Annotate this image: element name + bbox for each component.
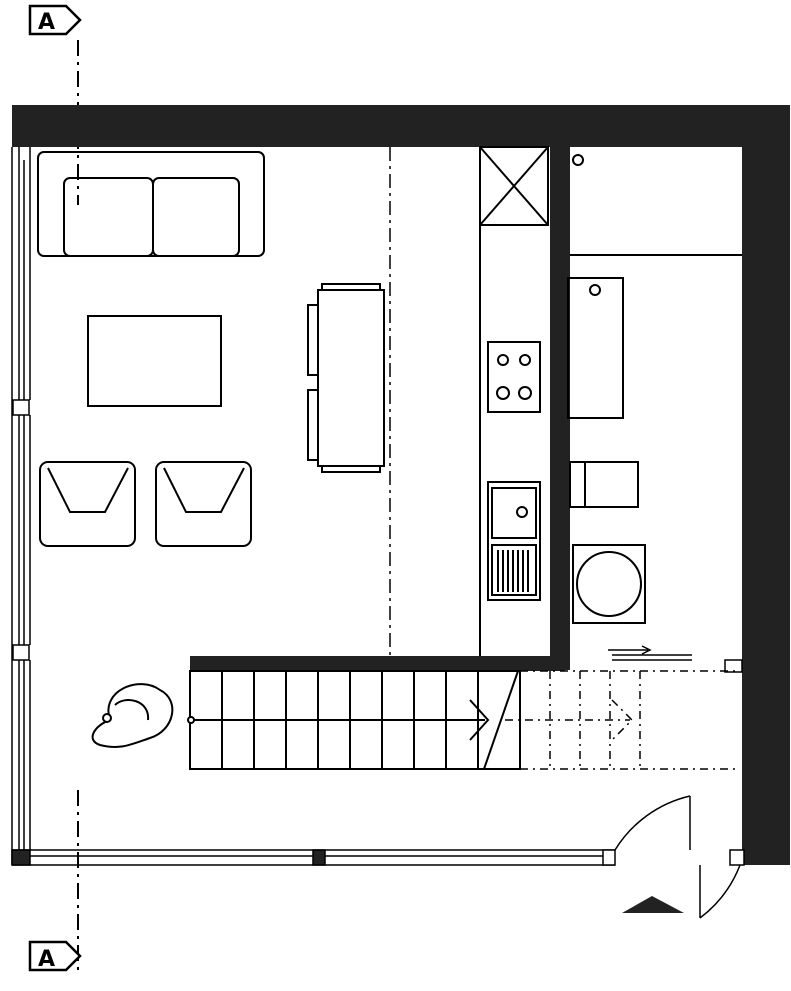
armchair-right xyxy=(155,461,252,547)
section-marker-bottom-label: A xyxy=(38,947,55,972)
bottom-wall-windows xyxy=(11,849,745,866)
bathroom-door-frame xyxy=(724,659,743,673)
sliding-door xyxy=(608,645,692,661)
entrance-door xyxy=(614,795,741,919)
stair-wall xyxy=(190,656,565,671)
staircase-upper-dashed xyxy=(505,670,738,770)
kitchen-sink xyxy=(487,481,541,601)
section-marker-bottom: A xyxy=(28,940,82,972)
dining-table xyxy=(307,283,385,473)
bathroom xyxy=(567,154,742,624)
kitchen-counter xyxy=(479,146,549,656)
section-marker-top-label: A xyxy=(38,10,55,35)
section-marker-top: A xyxy=(28,4,82,36)
sofa xyxy=(37,151,265,257)
plant-icon xyxy=(91,683,174,748)
left-wall-windows xyxy=(11,147,31,865)
walls xyxy=(12,105,790,865)
cooktop xyxy=(487,341,541,413)
staircase xyxy=(187,670,521,770)
armchair-left xyxy=(39,461,136,547)
coffee-table xyxy=(87,315,222,407)
right-wall xyxy=(742,105,790,865)
entrance-arrow xyxy=(622,896,684,913)
top-wall xyxy=(12,105,790,147)
kitchen-partition-wall xyxy=(550,145,570,670)
